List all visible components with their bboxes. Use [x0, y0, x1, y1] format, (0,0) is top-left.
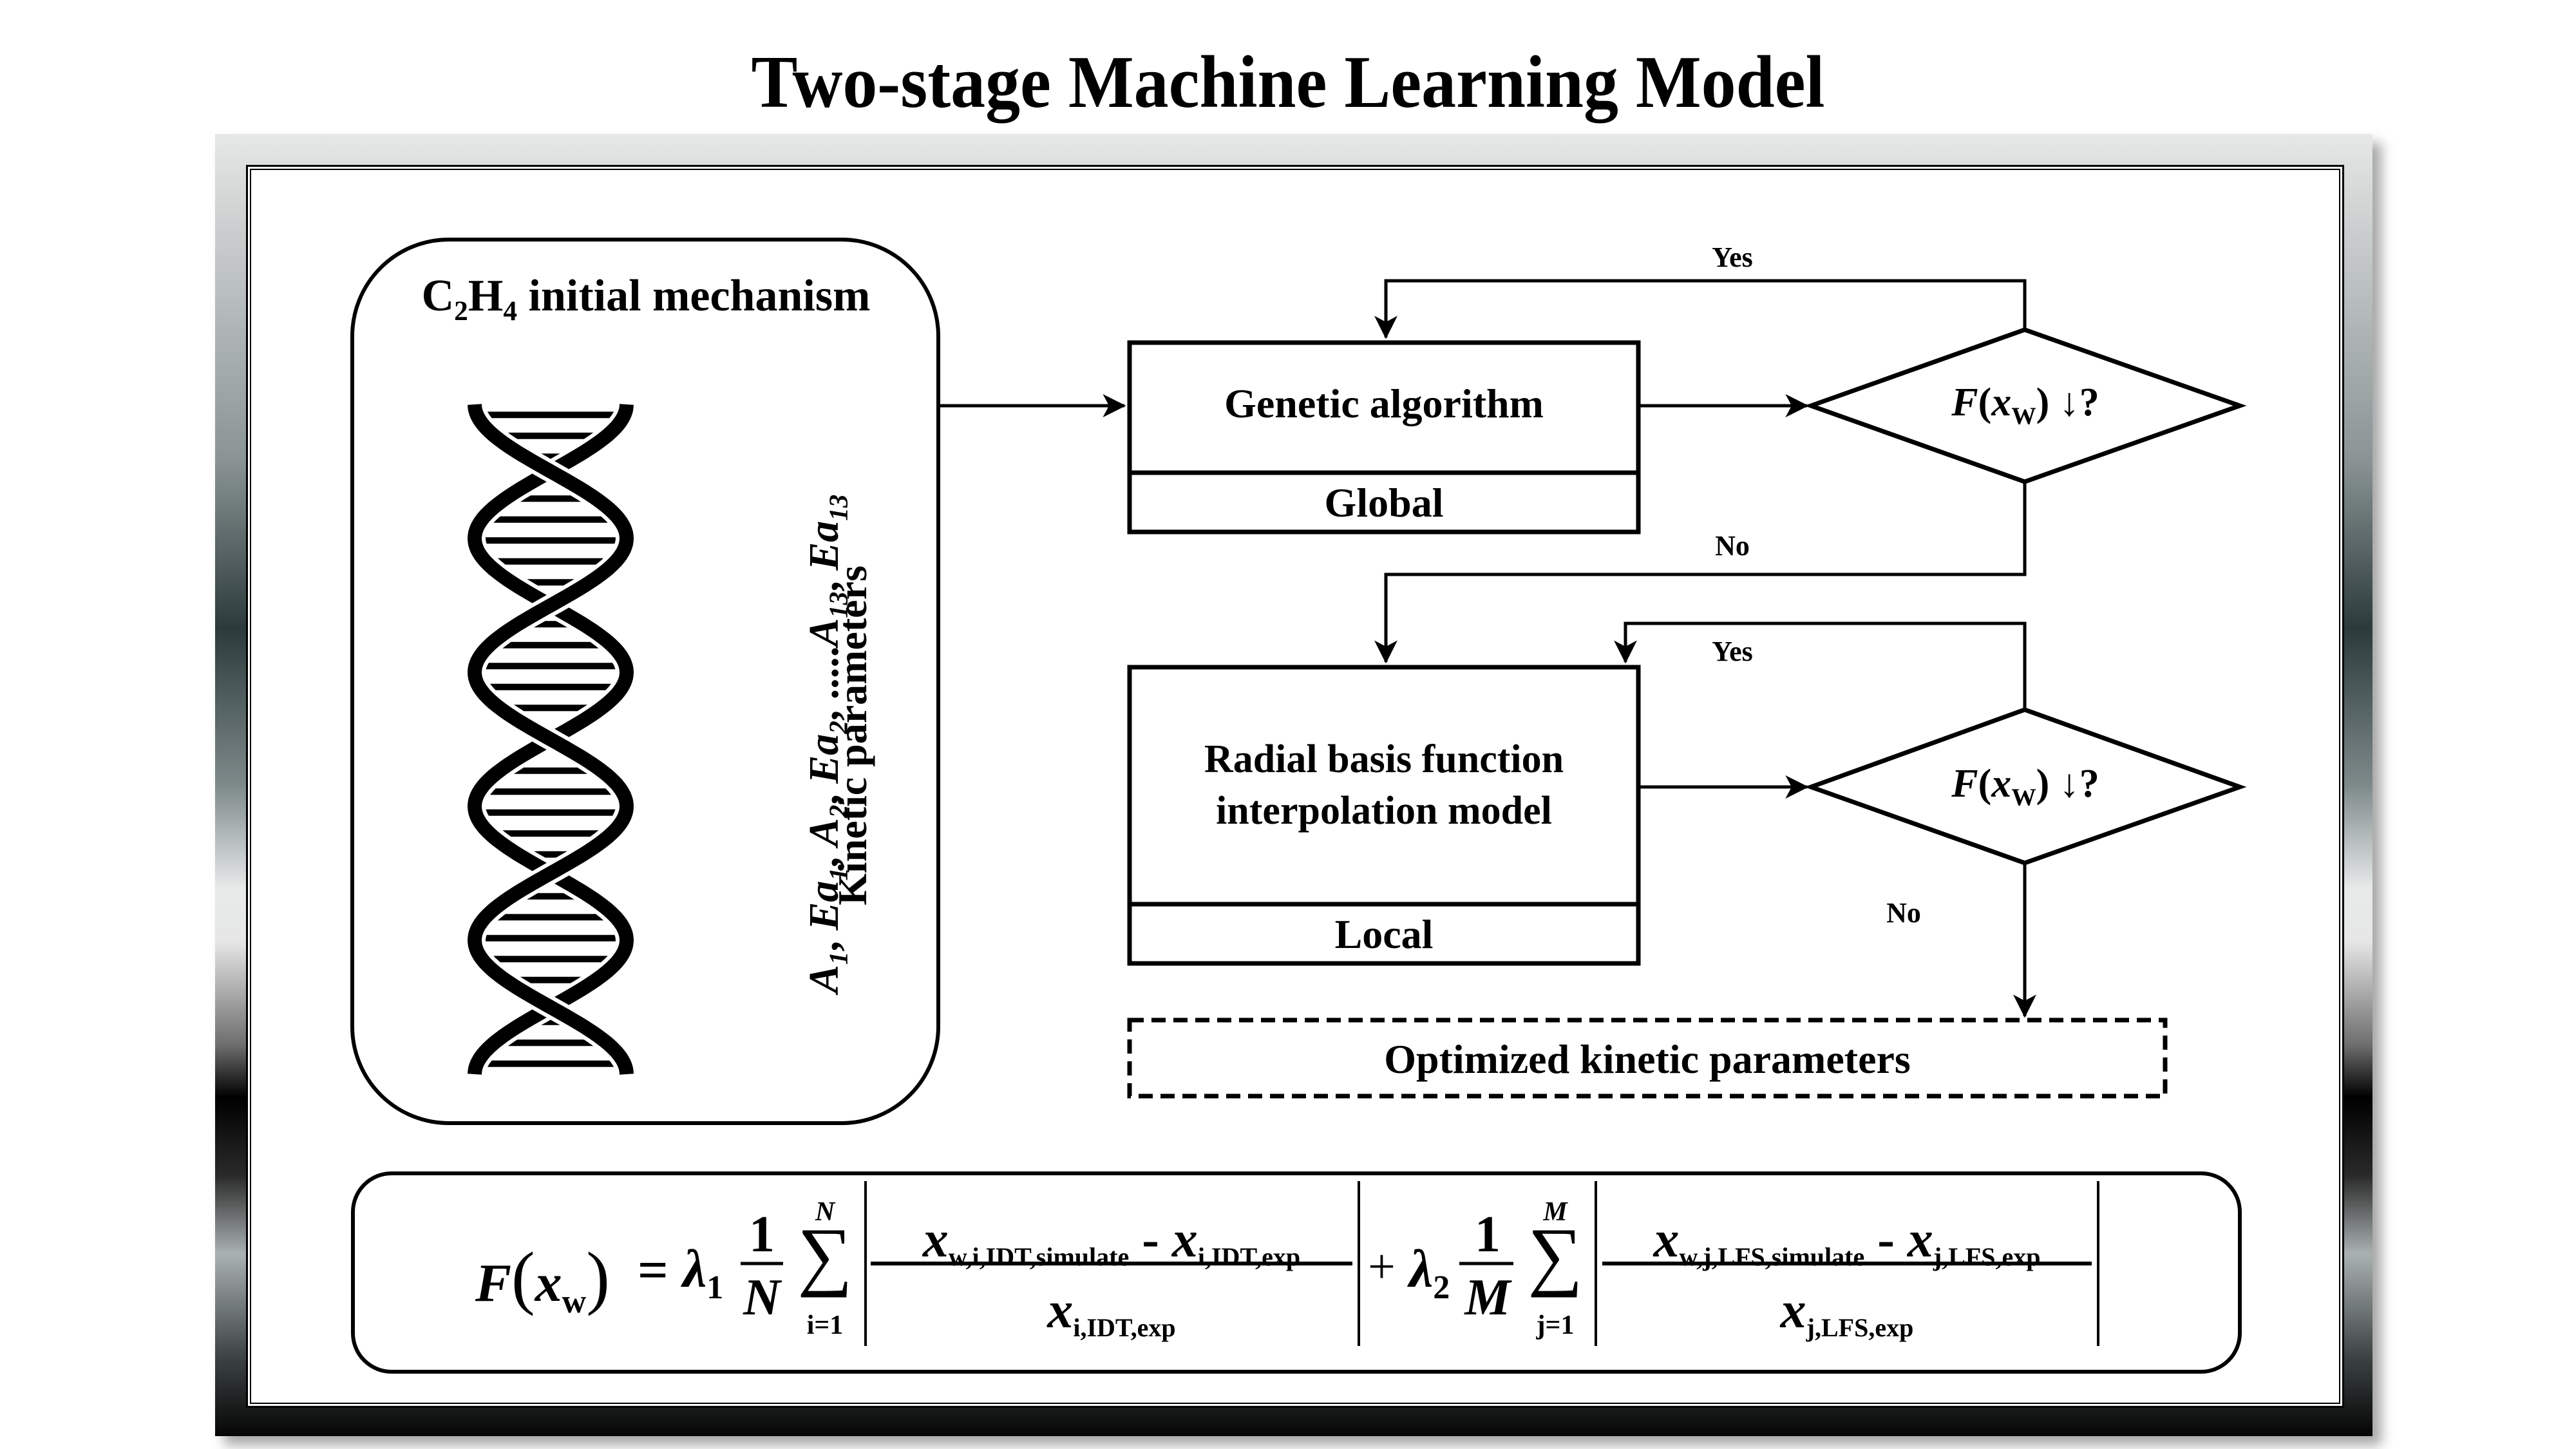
mechanism-title-sub2: 4 — [503, 296, 518, 327]
sum2-upper: M — [1543, 1197, 1567, 1227]
yes-label-stage1: Yes — [1712, 242, 1753, 273]
yes-loop-stage2 — [1614, 621, 2027, 710]
no-label-stage2: No — [1886, 897, 1921, 929]
formula-lhs: F(xw) — [475, 1238, 610, 1321]
no-path-stage1 — [1374, 482, 2027, 664]
term2-denominator: xj,LFS,exp — [1780, 1282, 1914, 1342]
yes-loop-stage1 — [1374, 279, 2027, 339]
diagram-title: Two-stage Machine Learning Model — [751, 41, 1825, 124]
mechanism-title: C2H4 initial mechanism — [386, 270, 905, 327]
mechanism-title-h: H — [468, 271, 504, 321]
frac1-denominator: N — [743, 1269, 781, 1326]
decision1-diamond — [1804, 327, 2247, 484]
dna-strand-2 — [467, 404, 634, 1075]
formula-equals: = — [638, 1240, 668, 1300]
rbf-process-box — [1127, 665, 1641, 966]
formula-lambda1: λ1 — [683, 1239, 724, 1307]
sum1-lower: i=1 — [806, 1311, 844, 1340]
sum2-lower: j=1 — [1536, 1311, 1575, 1340]
term1-denominator: xi,IDT,exp — [1047, 1282, 1176, 1342]
kinetic-params-caption: Kinetic parameters — [829, 565, 875, 905]
frac2-denominator: M — [1464, 1269, 1511, 1326]
rbf-process-label-line2: interpolation model — [1216, 789, 1552, 833]
mechanism-title-c: C — [421, 271, 455, 321]
sum2-sigma: ∑ — [1528, 1212, 1583, 1298]
formula-plus: + — [1368, 1240, 1396, 1294]
rbf-scope-label: Local — [1334, 911, 1434, 957]
sum1-sigma: ∑ — [797, 1212, 853, 1298]
dna-double-helix-icon — [463, 403, 638, 1075]
frac1-numerator: 1 — [749, 1206, 775, 1263]
term1-numerator: xw,i,IDT,simulate - xi,IDT,exp — [922, 1211, 1301, 1271]
frac2-numerator: 1 — [1475, 1206, 1501, 1263]
ga-process-box — [1127, 340, 1641, 535]
yes-label-stage2: Yes — [1712, 636, 1753, 667]
ga-process-label: Genetic algorithm — [1224, 381, 1544, 426]
output-box — [1127, 1018, 2168, 1099]
decision1-label: F(xW) ↓? — [1951, 381, 2099, 430]
sum1-upper: N — [815, 1197, 835, 1227]
mechanism-title-suffix: initial mechanism — [517, 271, 871, 321]
rbf-process-label-line1: Radial basis function — [1204, 737, 1564, 781]
no-label-stage1: No — [1715, 530, 1750, 562]
param-a1: A1, — [800, 930, 853, 994]
decision2-label: F(xW) ↓? — [1951, 762, 2099, 811]
decision2-diamond — [1804, 707, 2247, 866]
output-label: Optimized kinetic parameters — [1384, 1036, 1911, 1082]
ga-scope-label: Global — [1324, 480, 1444, 526]
mechanism-title-sub1: 2 — [454, 296, 468, 327]
formula-box — [351, 1171, 2242, 1374]
formula-lambda2: λ2 — [1409, 1239, 1450, 1307]
term2-numerator: xw,j,LFS,simulate - xj,LFS,exp — [1653, 1211, 2041, 1271]
